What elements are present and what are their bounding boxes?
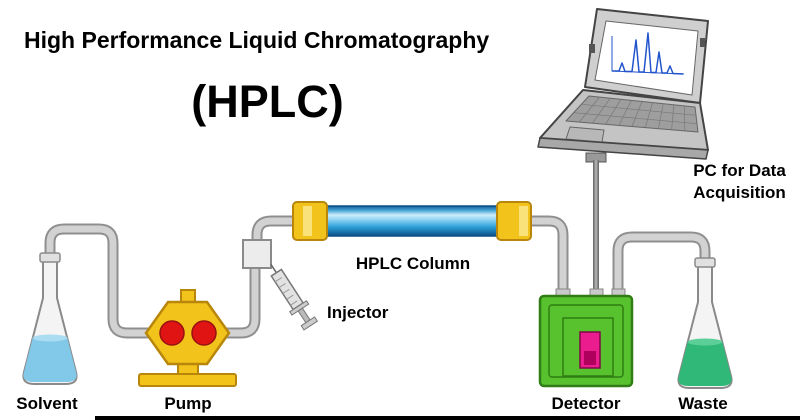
detector-panel-outline — [548, 304, 624, 378]
detector-flow-cell-lower — [584, 351, 596, 365]
label-hplc-column: HPLC Column — [355, 254, 471, 273]
data-cable — [585, 152, 607, 300]
solvent-flask-rim — [39, 252, 61, 263]
keyboard-keys — [573, 96, 698, 131]
pump — [138, 289, 237, 387]
label-pc: PC for Data Acquisition — [693, 161, 786, 203]
page-subtitle: (HPLC) — [191, 76, 344, 127]
waste-flask-rim — [694, 257, 716, 268]
tube-detector-waste — [614, 233, 709, 298]
bottom-border — [95, 416, 800, 420]
laptop — [537, 8, 709, 160]
tube-column-detector — [527, 217, 567, 298]
injector-port — [242, 239, 272, 269]
tube-solvent-pump — [46, 225, 150, 337]
tubing — [44, 215, 711, 339]
solvent-flask — [22, 252, 78, 385]
tube-pump-injector — [225, 266, 259, 337]
solvent-liquid — [23, 338, 77, 382]
waste-liquid — [678, 342, 732, 386]
waste-liquid-surface — [687, 338, 723, 346]
pump-body — [144, 300, 231, 366]
tube-detector-waste-outline — [612, 231, 711, 298]
solvent-liquid-surface — [32, 334, 68, 342]
label-pump: Pump — [164, 394, 212, 413]
tube-solvent-pump-outline — [44, 223, 150, 339]
detector — [538, 288, 634, 388]
laptop-screen — [594, 20, 699, 96]
screen-latch-right — [700, 38, 705, 47]
syringe-icon — [270, 263, 319, 331]
laptop-keyboard — [565, 95, 699, 133]
detector-cell-housing — [562, 317, 614, 377]
pump-rotor-left — [159, 320, 185, 346]
label-solvent: Solvent — [16, 394, 78, 413]
column-cap-right-stripe — [519, 206, 528, 236]
injector — [242, 239, 319, 331]
label-detector: Detector — [551, 394, 621, 413]
page-title: High Performance Liquid Chromatography — [24, 27, 490, 53]
chromatogram-trace — [612, 32, 684, 75]
tube-column-detector-outline — [527, 215, 569, 298]
pump-rotor-right — [191, 320, 217, 346]
label-injector: Injector — [327, 303, 389, 322]
laptop-front-edge — [537, 137, 709, 160]
screen-latch-left — [589, 44, 595, 53]
column-cap-left-stripe — [303, 206, 312, 236]
hplc-column — [292, 201, 532, 241]
tube-pump-injector-outline — [225, 266, 261, 339]
chromatogram — [611, 32, 685, 75]
label-waste: Waste — [678, 394, 728, 413]
tube-injector-column — [253, 217, 300, 242]
waste-flask — [677, 257, 733, 389]
